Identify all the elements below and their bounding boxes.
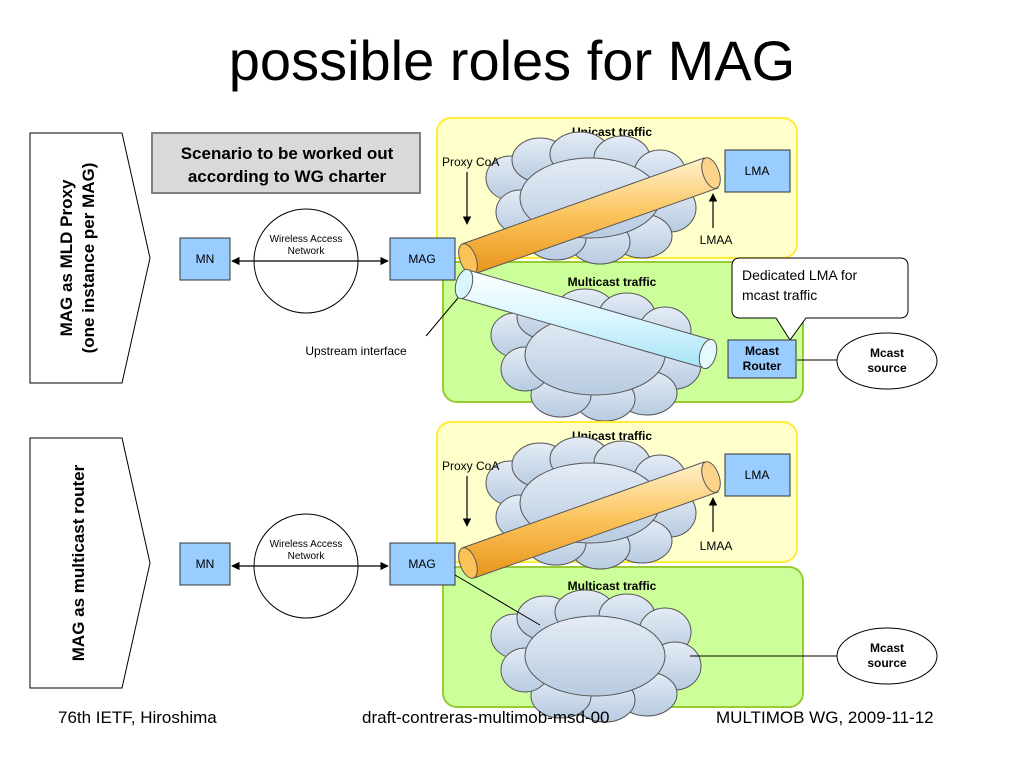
wan-label-top-2: Network (288, 246, 326, 257)
lma-node-bottom (724, 453, 791, 497)
wan-label-bottom-1: Wireless Access (270, 539, 343, 550)
wan-label-top-1: Wireless Access (270, 234, 343, 245)
footer-center: draft-contreras-multimob-msd-00 (362, 708, 610, 727)
scenario-note-line-2: according to WG charter (188, 167, 387, 186)
side-label-top-1: MAG as MLD Proxy (57, 179, 76, 336)
mcast-source-top-2: source (867, 361, 907, 375)
scenario-note (151, 132, 421, 194)
mag-cloud-link-bottom (454, 574, 541, 626)
unicast-tunnel-bottom (458, 461, 721, 579)
mn-label-top: MN (196, 252, 215, 266)
mn-label-bottom: MN (196, 557, 215, 571)
wan-label-bottom-2: Network (288, 551, 326, 562)
mn-node-bottom (179, 542, 231, 586)
mcast-source-bottom (836, 627, 938, 685)
footer-left: 76th IETF, Hiroshima (58, 708, 217, 727)
mcast-source-top (836, 332, 938, 390)
mag-label-bottom: MAG (408, 557, 435, 571)
lma-label-bottom: LMA (745, 468, 770, 482)
multicast-tunnel-top (454, 268, 718, 370)
mcast-source-bottom-1: Mcast (870, 641, 904, 655)
side-chevron-top (29, 132, 151, 384)
callout-dedicated-lma (731, 257, 909, 341)
mcast-router-label-1: Mcast (745, 344, 779, 358)
lma-label-top: LMA (745, 164, 770, 178)
side-label-top-2: (one instance per MAG) (79, 163, 98, 354)
slide-title: possible roles for MAG (228, 29, 796, 92)
mcast-source-top-1: Mcast (870, 346, 904, 360)
callout-line-2: mcast traffic (742, 287, 817, 303)
multicast-label-top: Multicast traffic (568, 275, 657, 289)
side-label-bottom: MAG as multicast router (69, 464, 88, 661)
lmaa-label-bottom: LMAA (700, 539, 733, 553)
mag-label-top: MAG (408, 252, 435, 266)
mn-node-top (179, 237, 231, 281)
proxy-coa-label-bottom: Proxy CoA (442, 459, 499, 473)
unicast-tunnel-top (458, 157, 721, 275)
mcast-router-node (727, 339, 797, 379)
multicast-label-bottom: Multicast traffic (568, 579, 657, 593)
lma-node-top (724, 149, 791, 193)
mag-node-bottom (389, 542, 456, 586)
side-chevron-bottom (29, 437, 151, 689)
mag-node-top (389, 237, 456, 281)
scenario-note-line-1: Scenario to be worked out (181, 144, 394, 163)
proxy-coa-label-top: Proxy CoA (442, 155, 499, 169)
upstream-pointer (425, 297, 459, 337)
lmaa-label-top: LMAA (700, 233, 733, 247)
upstream-label: Upstream interface (305, 344, 407, 358)
footer-right: MULTIMOB WG, 2009-11-12 (716, 708, 934, 727)
callout-line-1: Dedicated LMA for (742, 267, 858, 283)
mcast-router-label-2: Router (743, 359, 782, 373)
mcast-source-bottom-2: source (867, 656, 907, 670)
